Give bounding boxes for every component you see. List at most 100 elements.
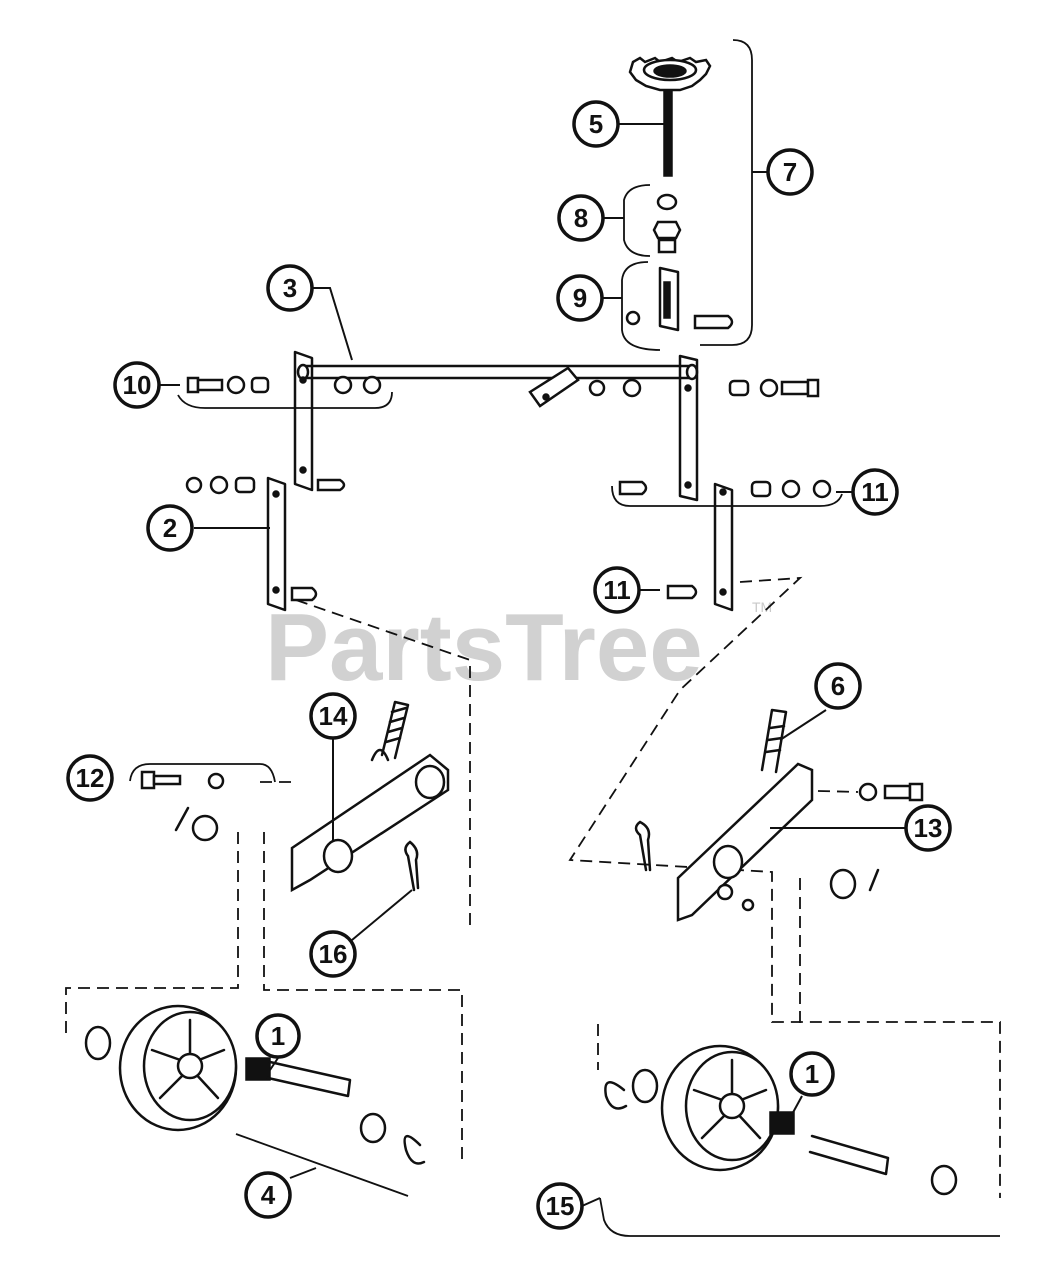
right-arm-hole-bottom: [684, 481, 692, 489]
left-spring-hook: [370, 748, 390, 762]
callout-8[interactable]: 8: [557, 194, 605, 242]
callout-11b-label: 11: [603, 575, 631, 605]
washer-11: [781, 479, 801, 499]
left-axle: [266, 1060, 352, 1098]
e-clip-right-plate: [868, 868, 880, 892]
callout-2[interactable]: 2: [146, 504, 194, 552]
callout-7-label: 7: [783, 157, 797, 187]
hardware-right: [588, 378, 843, 600]
nut-10: [362, 375, 382, 395]
left-wheel-assembly: [84, 1004, 426, 1197]
callout-14[interactable]: 14: [309, 692, 357, 740]
callout-9-label: 9: [573, 283, 587, 313]
callout-11a-label: 11: [861, 477, 889, 507]
nut-11: [812, 479, 832, 499]
right-wheel-assembly: [599, 1044, 1000, 1237]
right-link-hole-bottom: [719, 588, 727, 596]
left-axle-bushing: [245, 1057, 271, 1081]
callout-6[interactable]: 6: [814, 662, 862, 710]
left-axle-clip: [403, 1135, 426, 1165]
right-lift-arm: [678, 354, 699, 502]
right-wheel-clip: [604, 1081, 628, 1110]
leader-6: [779, 709, 827, 741]
left-wheel-hub: [176, 1052, 204, 1080]
callout-9[interactable]: 9: [556, 274, 604, 322]
watermark: PartsTree TM: [265, 594, 772, 701]
brace-12: [129, 763, 276, 783]
callout-7[interactable]: 7: [766, 148, 814, 196]
hair-pin-16: [404, 840, 420, 892]
right-axle: [808, 1134, 890, 1176]
callout-5[interactable]: 5: [572, 100, 620, 148]
right-pivot-plate: [676, 762, 814, 922]
adjust-tab-hole: [542, 393, 550, 401]
spacer-11: [750, 480, 772, 498]
left-spring-coils: [384, 706, 408, 744]
knob-assembly: [621, 39, 753, 351]
left-link-2: [266, 476, 287, 612]
bolt-right-upper-head: [806, 378, 820, 398]
bolt-12-head: [140, 770, 156, 790]
bolt-11-left: [618, 480, 648, 496]
callout-15[interactable]: 15: [536, 1182, 584, 1230]
callout-16[interactable]: 16: [309, 930, 357, 978]
right-axle-washer: [930, 1164, 958, 1196]
brace-7: [700, 39, 753, 346]
callout-11b[interactable]: 11: [593, 566, 641, 614]
left-arm-hole-top: [299, 376, 307, 384]
callout-1a-label: 1: [271, 1021, 285, 1051]
right-plate-washer: [716, 883, 734, 901]
bolt-left-upper: [316, 478, 346, 492]
left-plate-pivot: [322, 838, 354, 874]
callout-10[interactable]: 10: [113, 361, 161, 409]
guide-lines: [65, 576, 1001, 1198]
washer-13: [858, 782, 878, 802]
bolt-12-shank: [152, 774, 182, 786]
watermark-text: PartsTree: [265, 594, 703, 701]
bolt-13-head: [908, 782, 924, 802]
callout-4[interactable]: 4: [244, 1171, 292, 1219]
leader-4: [289, 1167, 317, 1179]
leader-lines: [160, 123, 905, 1207]
right-wheel-spokes: [692, 1058, 768, 1140]
bracket-9-slot: [663, 281, 671, 319]
right-wheel-hub: [718, 1092, 746, 1120]
callout-1b[interactable]: 1: [789, 1051, 835, 1097]
brace-11: [611, 485, 843, 507]
left-plate-boss: [414, 764, 446, 800]
callout-3[interactable]: 3: [266, 264, 314, 312]
right-spring-coils: [764, 724, 786, 754]
bolt-10-shank: [196, 378, 224, 392]
leader-16: [351, 889, 413, 941]
left-axle-washer: [359, 1112, 387, 1144]
spacer-8: [657, 238, 677, 254]
knob-center: [653, 64, 687, 78]
callout-3-label: 3: [283, 273, 297, 303]
callout-1a[interactable]: 1: [255, 1013, 301, 1059]
washer-right-plate: [829, 868, 857, 900]
callout-13-label: 13: [914, 813, 943, 843]
watermark-trademark: TM: [752, 599, 772, 615]
leader-1a: [269, 1057, 279, 1071]
nut-left: [185, 476, 203, 494]
callout-2-label: 2: [163, 513, 177, 543]
washer-10a: [226, 375, 246, 395]
callout-13[interactable]: 13: [904, 804, 952, 852]
spacer-10: [250, 376, 270, 394]
callout-14-label: 14: [319, 701, 348, 731]
callout-11a[interactable]: 11: [851, 468, 899, 516]
right-link: [713, 482, 734, 612]
left-link-hole-bottom: [272, 586, 280, 594]
right-link-hole-top: [719, 488, 727, 496]
bracket-9: [658, 266, 680, 332]
washer-right-upper-b: [759, 378, 779, 398]
callout-12-label: 12: [76, 763, 105, 793]
bolt-13: [883, 784, 912, 800]
callout-15-label: 15: [546, 1191, 575, 1221]
bolt-left-lower: [290, 586, 318, 602]
washer-left: [209, 475, 229, 495]
adjust-tab: [528, 366, 580, 408]
knob-threaded-stem: [663, 89, 673, 177]
callout-12[interactable]: 12: [66, 754, 114, 802]
